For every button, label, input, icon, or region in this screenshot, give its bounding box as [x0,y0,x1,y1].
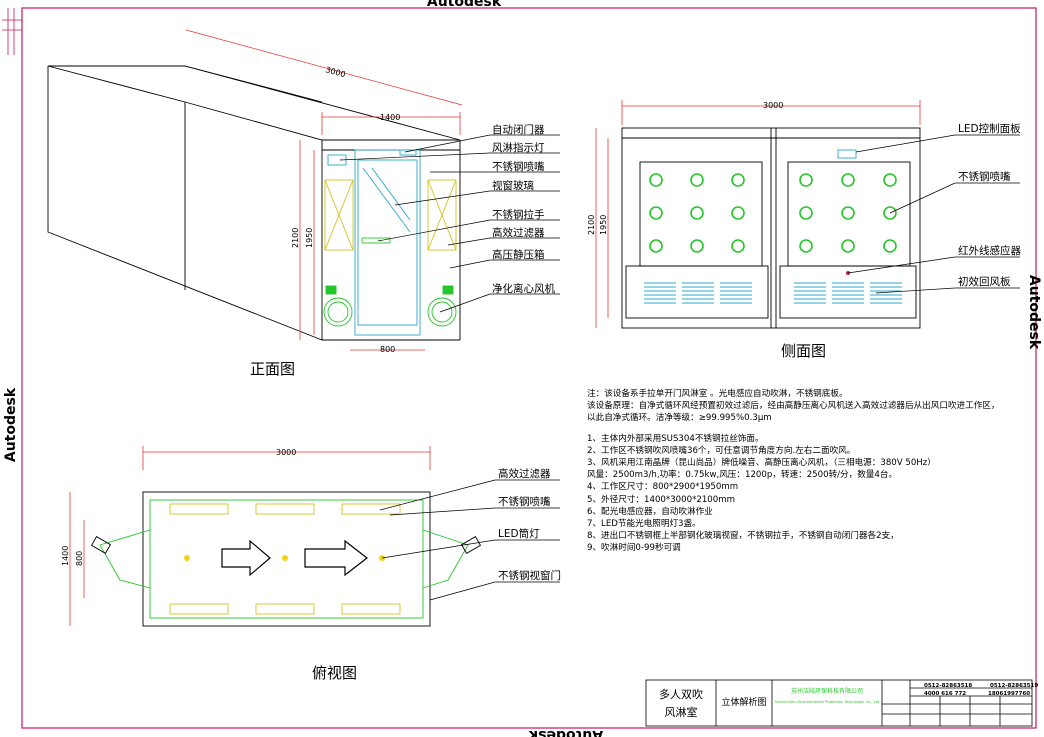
design-notes: 注：该设备系手拉单开门风淋室 。光电感应自动吹淋，不锈钢底板。 该设备原理：自净… [587,388,1027,555]
top-view [90,491,482,627]
dim-top-inner-width: 800 [75,551,84,566]
note-item: 2、工作区不锈钢吹风喷嘴36个，可任意调节角度方向.左右二面吹风。 [587,445,856,456]
front-leaders [339,134,560,313]
drawing-type: 立体解析图 [721,696,766,708]
label-top-hepa: 高效过滤器 [498,467,551,480]
corner-marks [2,8,22,55]
watermark-right: Autodesk [1026,275,1042,350]
fax-number: 0512-82863519 [990,683,1038,689]
top-view-title: 俯视图 [312,664,357,682]
side-return-grilles [644,282,902,304]
label-shower-indicator: 风淋指示灯 [492,141,545,154]
phone-number: 0512-82863518 [924,683,972,689]
dim-side-length: 3000 [763,101,783,110]
note-item: 7、LED节能光电照明灯3盏。 [587,519,701,530]
dim-side-inner-height: 1950 [599,215,608,235]
watermark-top: Autodesk [427,0,502,10]
title-block [645,679,1033,727]
dim-front-height: 2100 [291,228,300,248]
product-name-line2: 风淋室 [665,705,698,719]
watermark-bottom: Autodesk [528,727,603,737]
side-leaders [847,134,1020,294]
label-plenum: 高压静压箱 [492,248,545,261]
company-name-cn: 苏州洁陆环保科技有限公司 [791,687,863,695]
note-intro-1: 注：该设备系手拉单开门风淋室 。光电感应自动吹淋，不锈钢底板。 [587,389,848,399]
note-item: 8、进出口不锈钢框上半部钢化玻璃视窗，不锈钢拉手，不锈钢自动闭门器各2支， [587,531,899,542]
dim-front-depth: 3000 [324,65,346,79]
dim-top-width: 1400 [61,546,70,566]
front-dims [185,29,463,351]
dim-front-inner-height: 1950 [305,228,314,248]
side-nozzles [649,173,897,253]
label-handle: 不锈钢拉手 [492,208,545,221]
watermark-left: Autodesk [3,387,19,462]
dim-front-width: 1400 [380,113,400,122]
sheet-border [21,7,1037,729]
label-fan: 净化离心风机 [492,282,555,295]
side-dims [595,100,921,328]
label-side-nozzle: 不锈钢喷嘴 [958,170,1011,183]
label-led-panel: LED控制面板 [958,122,1021,135]
label-top-nozzle: 不锈钢喷嘴 [498,495,551,508]
dim-front-door-width: 800 [380,345,395,354]
note-item: 3、风机采用江南晶牌（昆山尚品）牌低噪音、高静压离心风机，（三相电源：380V … [587,458,936,469]
led-downlights [184,555,385,561]
dim-top-length: 3000 [276,448,296,457]
note-intro-2: 该设备原理：自净式循环风经预置初效过滤后，经由高静压离心风机送入高效过滤器后从出… [587,401,1000,412]
label-auto-door-closer: 自动闭门器 [492,123,545,136]
label-return-panel: 初效回风板 [958,275,1011,288]
note-item: 风量：2500m3/h,功率：0.75kw,风压：1200p，转速：2500转/… [587,470,898,481]
note-item: 6、配光电感应器，自动吹淋作业 [587,506,713,517]
hotline-number: 4000 616 772 [924,691,966,697]
side-labels: LED控制面板 不锈钢喷嘴 红外线感应器 初效回风板 [958,122,1021,288]
top-labels: 高效过滤器 不锈钢喷嘴 LED筒灯 不锈钢视窗门 [498,467,561,582]
note-intro-3: 以此自净式循环。洁净等级：≥99.995%0.3μm [587,413,772,424]
front-labels: 自动闭门器 风淋指示灯 不锈钢喷嘴 视窗玻璃 不锈钢拉手 高效过滤器 高压静压箱… [492,123,555,295]
top-leaders [379,479,560,601]
company-name-en: Suzhou Jielu Environmental Protection Te… [775,700,880,704]
side-view [621,127,921,329]
label-ir-sensor: 红外线感应器 [958,244,1021,257]
top-dims [69,446,431,626]
note-item: 4、工作区尺寸：800*2900*1950mm [587,482,739,493]
side-view-title: 侧面图 [781,342,826,360]
mobile-number: 18061997760 [988,691,1030,697]
note-item: 5、外径尺寸：1400*3000*2100mm [587,494,735,505]
note-item: 9、吹淋时间0-99秒可调 [587,543,681,554]
label-window-glass: 视窗玻璃 [492,179,534,192]
front-view-title: 正面图 [250,360,295,378]
product-name-line1: 多人双吹 [659,687,703,701]
label-led-downlight: LED筒灯 [498,527,540,540]
front-view [47,65,461,341]
label-front-nozzle: 不锈钢喷嘴 [492,160,545,173]
label-window-door: 不锈钢视窗门 [498,569,561,582]
label-front-hepa: 高效过滤器 [492,226,545,239]
dim-side-height: 2100 [587,215,596,235]
note-item: 1、主体内外部采用SUS304不锈钢拉丝饰面。 [587,433,764,444]
